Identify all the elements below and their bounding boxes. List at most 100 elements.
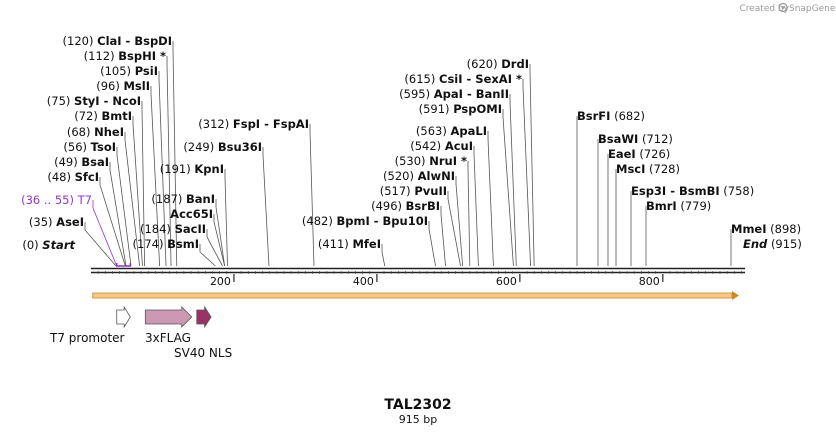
- site-label-bsu36i[interactable]: (249) Bsu36I: [183, 140, 262, 154]
- site-label-apali[interactable]: (563) ApaLI: [416, 124, 487, 138]
- site-label-psii[interactable]: (105) PsiI: [100, 64, 158, 78]
- feature-arrow-3xflag[interactable]: [144, 306, 193, 328]
- site-label-eaei[interactable]: EaeI (726): [608, 147, 670, 161]
- site-label-bsphi[interactable]: (112) BspHI *: [84, 49, 166, 63]
- site-label-fspi[interactable]: (312) FspI - FspAI: [198, 117, 309, 131]
- site-name: PvuII: [414, 184, 447, 198]
- site-name: ApaI: [434, 87, 463, 101]
- site-name: AlwNI: [418, 169, 455, 183]
- site-label-bpmi[interactable]: (482) BpmI - Bpu10I: [302, 214, 428, 228]
- site-label-acui[interactable]: (542) AcuI: [410, 139, 473, 153]
- site-position: (249): [183, 140, 214, 154]
- site-label-bsrfi[interactable]: BsrFI (682): [577, 109, 645, 123]
- sequence-name: TAL2302: [384, 397, 451, 413]
- site-line-bsai: [109, 162, 127, 267]
- site-lines: [84, 41, 732, 267]
- site-name: KpnI: [194, 162, 224, 176]
- site-label-bani[interactable]: (187) BanI: [151, 192, 215, 206]
- feature-label-3xflag: 3xFLAG: [145, 331, 191, 345]
- site-position: (712): [642, 132, 673, 146]
- site-position: (120): [63, 34, 94, 48]
- site-label-sacii[interactable]: (184) SacII: [140, 222, 206, 236]
- site-label-bsrbi[interactable]: (496) BsrBI: [371, 199, 440, 213]
- site-name: NruI *: [429, 154, 467, 168]
- site-name: BpmI: [336, 214, 369, 228]
- site-name: Start: [42, 238, 75, 252]
- site-label-t7[interactable]: (36 .. 55) T7: [21, 193, 92, 207]
- site-label-bmti[interactable]: (72) BmtI: [74, 109, 132, 123]
- site-position: (411): [318, 237, 349, 251]
- site-label-tsoi[interactable]: (56) TsoI: [63, 140, 116, 154]
- site-line-bsrbi: [440, 206, 446, 267]
- site-position: (68): [67, 125, 91, 139]
- site-position: (56): [63, 140, 87, 154]
- site-line-t7: [92, 200, 118, 267]
- site-label-msli[interactable]: (96) MslI: [96, 79, 150, 93]
- site-line-clai: [172, 41, 178, 267]
- site-label-bmri[interactable]: BmrI (779): [646, 199, 711, 213]
- site-label-end[interactable]: End (915): [743, 237, 802, 251]
- site-name: Bpu10I: [383, 214, 428, 228]
- site-position: (530): [395, 154, 426, 168]
- site-label-asei[interactable]: (35) AseI: [29, 215, 84, 229]
- site-name: ClaI: [97, 34, 121, 48]
- site-name: BsmI: [167, 237, 199, 251]
- site-line-nrui: [467, 161, 471, 267]
- ruler-tick-label: 600: [496, 275, 517, 288]
- site-position: (517): [380, 184, 411, 198]
- site-label-alwni[interactable]: (520) AlwNI: [383, 169, 455, 183]
- site-label-esp3i[interactable]: Esp3I - BsmBI (758): [631, 184, 754, 198]
- site-position: (779): [680, 199, 711, 213]
- site-label-kpni[interactable]: (191) KpnI: [160, 162, 224, 176]
- site-position: (72): [74, 109, 98, 123]
- site-line-fspi: [309, 124, 315, 267]
- site-name: BsrBI: [406, 199, 440, 213]
- site-line-acui: [473, 146, 479, 267]
- site-name: Acc65I: [170, 207, 213, 221]
- site-name: ApaLI: [451, 124, 488, 138]
- site-label-styi[interactable]: (75) StyI - NcoI: [47, 94, 141, 108]
- site-position: (482): [302, 214, 333, 228]
- feature-arrow-sv40-nls[interactable]: [196, 305, 212, 329]
- site-label-sfci[interactable]: (48) SfcI: [47, 170, 99, 184]
- site-position: (496): [371, 199, 402, 213]
- site-name: PspOMI: [453, 102, 502, 116]
- site-label-start[interactable]: (0) Start: [22, 238, 75, 252]
- site-label-drdi[interactable]: (620) DrdI: [467, 57, 529, 71]
- site-label-acc65i[interactable]: Acc65I: [170, 207, 213, 221]
- site-label-bsmi[interactable]: (174) BsmI: [133, 237, 199, 251]
- site-name: NcoI: [112, 94, 141, 108]
- site-label-msci[interactable]: MscI (728): [616, 162, 680, 176]
- site-label-pvuii[interactable]: (517) PvuII: [380, 184, 447, 198]
- site-line-kpni: [224, 169, 228, 267]
- site-position: T7: [77, 193, 92, 207]
- site-label-bsai[interactable]: (49) BsaI: [54, 155, 109, 169]
- site-label-mfei[interactable]: (411) MfeI: [318, 237, 381, 251]
- site-position: (726): [639, 147, 670, 161]
- site-name: BmtI: [101, 109, 132, 123]
- site-label-nhei[interactable]: (68) NheI: [67, 125, 124, 139]
- site-line-bsphi: [166, 56, 172, 267]
- credit-prefix: Created by: [739, 4, 789, 14]
- sequence-backbone: [91, 267, 745, 274]
- site-label-bsawi[interactable]: BsaWI (712): [598, 132, 673, 146]
- feature-arrow-t7-promoter[interactable]: [116, 305, 131, 329]
- site-label-apai[interactable]: (595) ApaI - BanII: [399, 87, 509, 101]
- site-label-clai[interactable]: (120) ClaI - BspDI: [63, 34, 172, 48]
- site-label-mmei[interactable]: MmeI (898): [731, 222, 801, 236]
- site-name: FspAI: [273, 117, 309, 131]
- site-name: FspI: [233, 117, 260, 131]
- site-line-tsoi: [116, 147, 132, 267]
- site-position: (184): [140, 222, 171, 236]
- site-label-pspomi[interactable]: (591) PspOMI: [419, 102, 502, 116]
- site-position: (563): [416, 124, 447, 138]
- site-label-nrui[interactable]: (530) NruI *: [395, 154, 467, 168]
- site-label-csii[interactable]: (615) CsiI - SexAI *: [404, 72, 522, 86]
- site-labels: (0) Start (35) AseI (36 .. 55) T7 (48) SfcI…: [21, 34, 802, 252]
- site-line-sfci: [99, 177, 126, 267]
- site-name: BanI: [186, 192, 215, 206]
- site-position: (49): [54, 155, 78, 169]
- site-name: NheI: [94, 125, 124, 139]
- site-position: (595): [399, 87, 430, 101]
